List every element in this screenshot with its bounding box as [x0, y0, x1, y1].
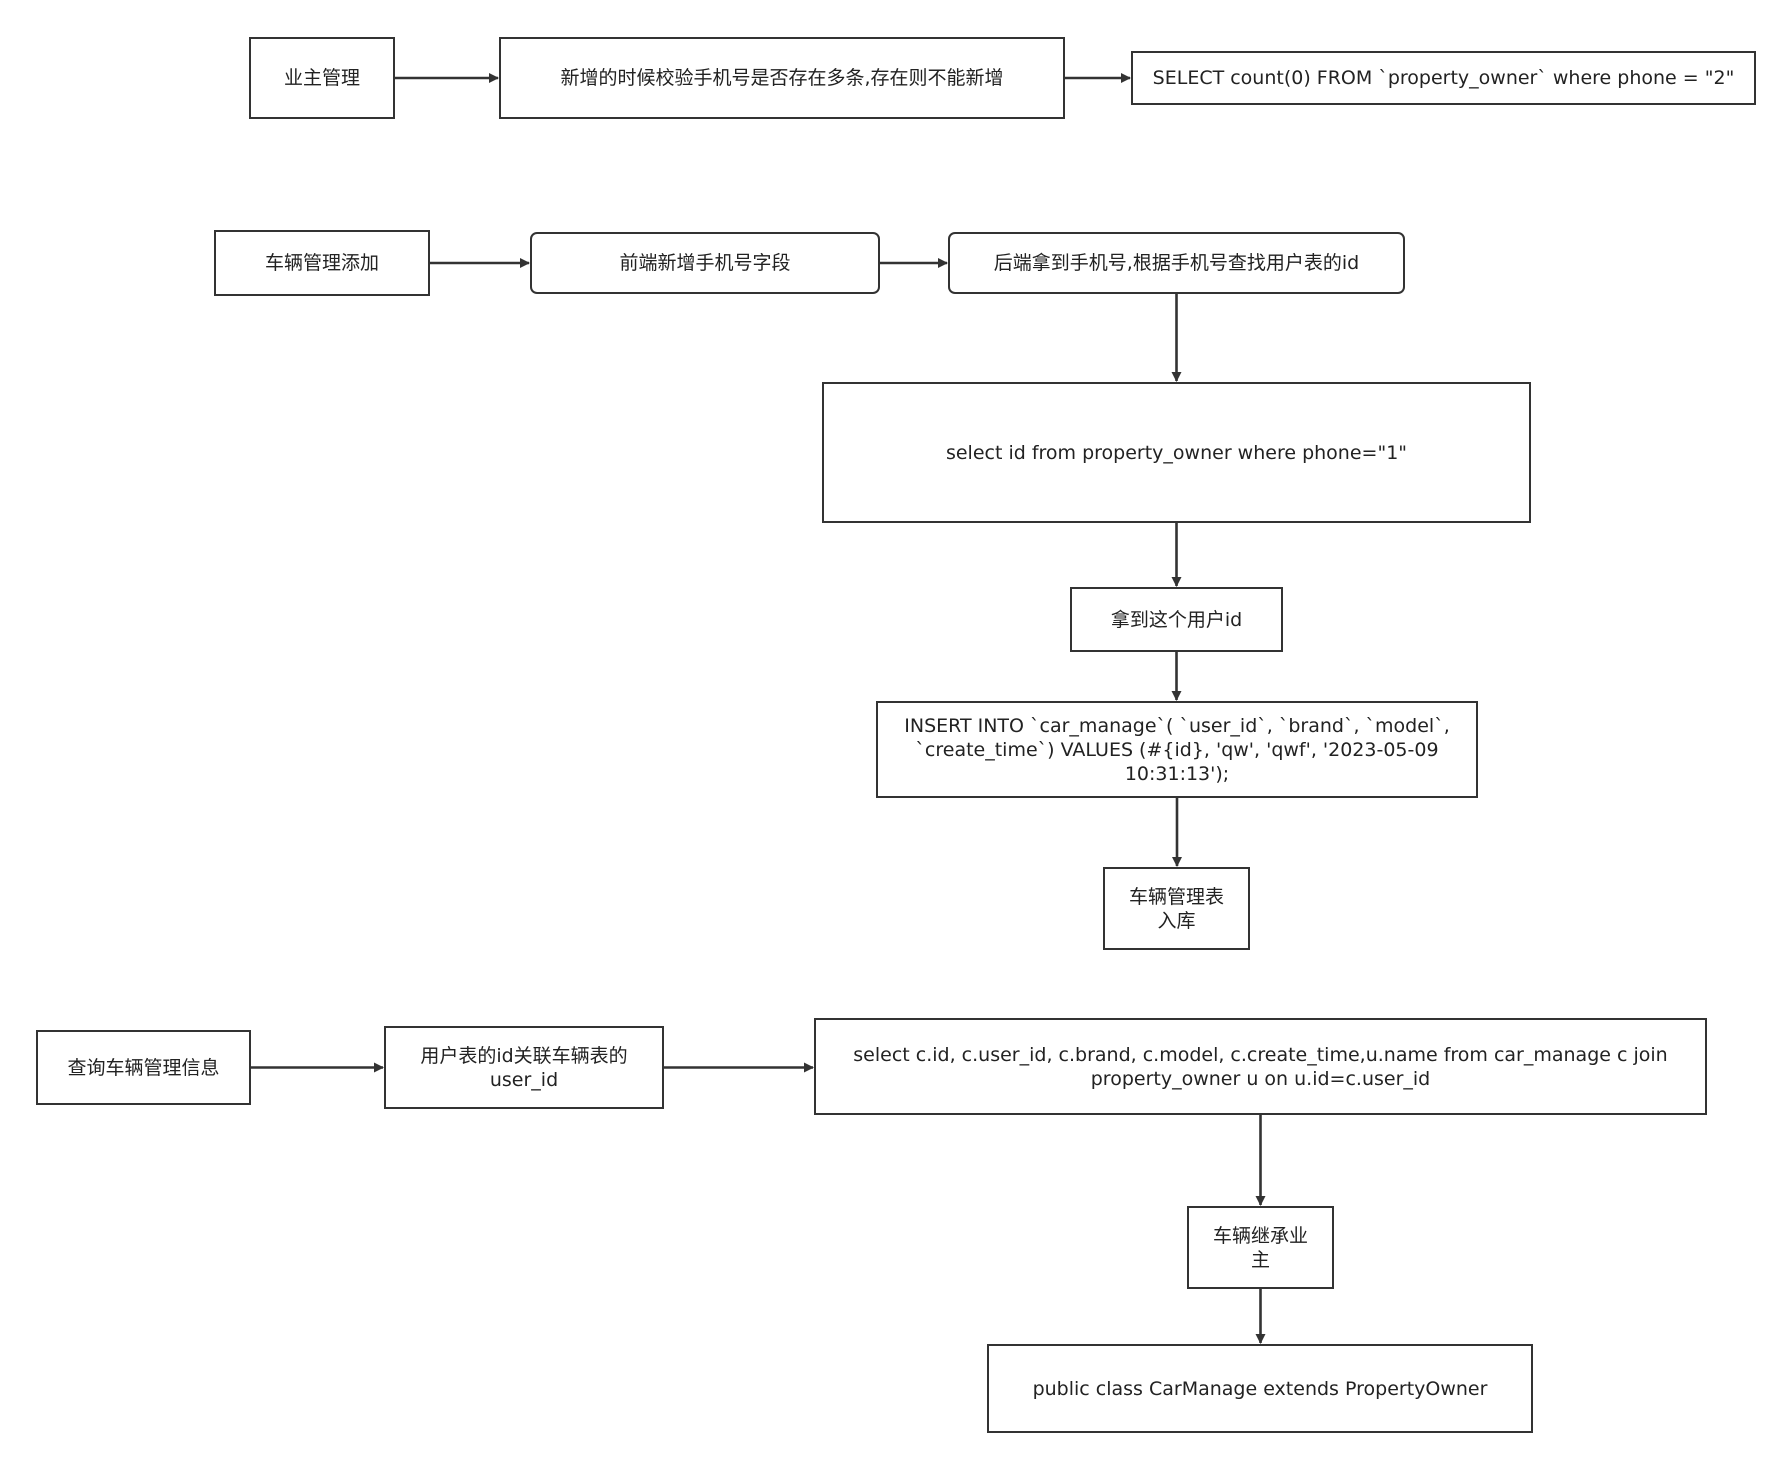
insert-car-sql-node: INSERT INTO `car_manage`( `user_id`, `br…: [876, 701, 1478, 798]
select-id-sql-label: select id from property_owner where phon…: [945, 441, 1408, 464]
car-add-label: 车辆管理添加: [264, 252, 379, 274]
frontend-phone-field-node: 前端新增手机号字段: [530, 232, 880, 294]
join-select-sql-label: select c.id, c.user_id, c.brand, c.model…: [853, 1043, 1668, 1090]
class-definition-label: public class CarManage extends PropertyO…: [1032, 1377, 1488, 1400]
car-query-label: 查询车辆管理信息: [67, 1056, 220, 1079]
count-phone-sql-node: SELECT count(0) FROM `property_owner` wh…: [1131, 51, 1756, 105]
join-select-sql-node: select c.id, c.user_id, c.brand, c.model…: [814, 1018, 1707, 1115]
car-query-node: 查询车辆管理信息: [36, 1030, 251, 1105]
select-id-sql-node: select id from property_owner where phon…: [822, 382, 1531, 523]
join-description-label: 用户表的id关联车辆表的user_id: [420, 1044, 628, 1091]
phone-uniqueness-check-node: 新增的时候校验手机号是否存在多条,存在则不能新增: [499, 37, 1065, 119]
phone-uniqueness-check-label: 新增的时候校验手机号是否存在多条,存在则不能新增: [560, 67, 1004, 89]
car-table-store-node: 车辆管理表入库: [1103, 867, 1250, 950]
backend-lookup-label: 后端拿到手机号,根据手机号查找用户表的id: [993, 252, 1360, 274]
class-definition-node: public class CarManage extends PropertyO…: [987, 1344, 1533, 1433]
car-add-node: 车辆管理添加: [214, 230, 430, 296]
get-user-id-node: 拿到这个用户id: [1070, 587, 1283, 652]
join-description-node: 用户表的id关联车辆表的user_id: [384, 1026, 664, 1109]
get-user-id-label: 拿到这个用户id: [1110, 608, 1243, 631]
owner-management-node: 业主管理: [249, 37, 395, 119]
owner-management-label: 业主管理: [283, 67, 360, 89]
car-table-store-label: 车辆管理表入库: [1128, 885, 1224, 932]
car-inherits-owner-node: 车辆继承业主: [1187, 1206, 1334, 1289]
backend-lookup-node: 后端拿到手机号,根据手机号查找用户表的id: [948, 232, 1405, 294]
insert-car-sql-label: INSERT INTO `car_manage`( `user_id`, `br…: [904, 714, 1450, 785]
count-phone-sql-label: SELECT count(0) FROM `property_owner` wh…: [1152, 67, 1735, 89]
car-inherits-owner-label: 车辆继承业主: [1212, 1224, 1308, 1271]
frontend-phone-field-label: 前端新增手机号字段: [619, 252, 791, 274]
